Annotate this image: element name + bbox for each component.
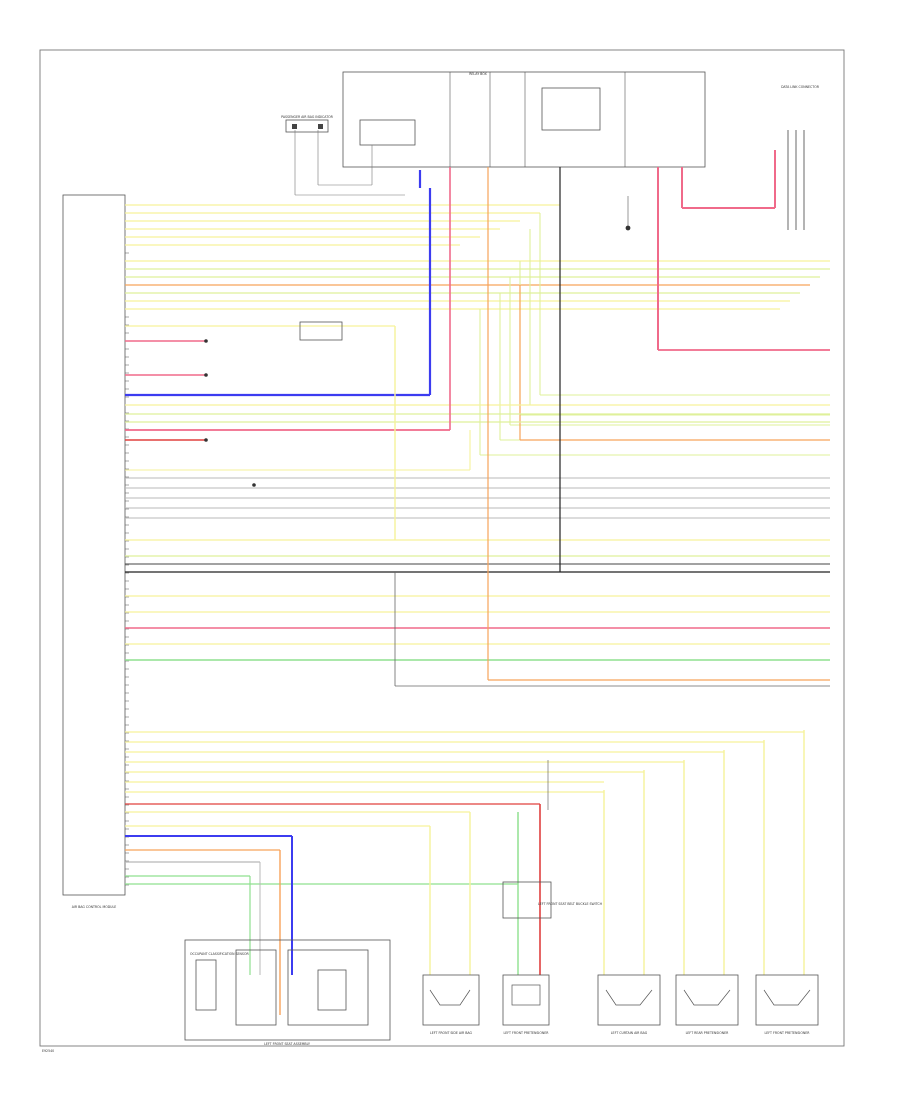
data-link-label: DATA LINK CONNECTOR: [781, 85, 820, 89]
seat-assembly-label: LEFT FRONT SEAT ASSEMBLY: [264, 1042, 310, 1046]
footer-code: E92540: [42, 1049, 54, 1053]
vertical-wires: [294, 130, 830, 687]
relay-fuse-box: RELAY BOX: [342, 71, 706, 168]
buckle-label: LEFT FRONT PRETENSIONER: [503, 1031, 549, 1035]
module-pins: [125, 204, 129, 886]
left-front-buckle: LEFT FRONT PRETENSIONER: [502, 974, 550, 1035]
curtain-airbag-label: LEFT CURTAIN AIR BAG: [611, 1031, 648, 1035]
left-front-pretensioner: LEFT FRONT PRETENSIONER: [755, 974, 819, 1035]
connector-icons: [204, 339, 256, 487]
side-airbag-label: LEFT FRONT SIDE AIR BAG: [430, 1031, 473, 1035]
splice-box: [299, 321, 343, 341]
wire-bundle: [125, 204, 830, 885]
passenger-indicator-label: PASSENGER AIR BAG INDICATOR: [281, 115, 334, 119]
diagram-frame: [39, 49, 845, 1047]
airbag-components: LEFT FRONT SIDE AIR BAG LEFT FRONT PRETE…: [422, 974, 819, 1035]
left-front-seat-assembly: LEFT FRONT SEAT ASSEMBLY: [184, 939, 391, 1046]
rear-pretensioner-label: LEFT REAR PRETENSIONER: [686, 1031, 730, 1035]
passenger-indicator: PASSENGER AIR BAG INDICATOR: [281, 115, 334, 133]
component-drops: [249, 730, 805, 1015]
seatbelt-buckle-box: LEFT FRONT SEAT BELT BUCKLE SWITCH: [502, 881, 603, 919]
left-curtain-airbag: LEFT CURTAIN AIR BAG: [597, 974, 661, 1035]
airbag-control-module: AIR BAG CONTROL MODULE: [62, 194, 126, 909]
relay-box-label: RELAY BOX: [469, 72, 487, 76]
left-rear-pretensioner: LEFT REAR PRETENSIONER: [675, 974, 739, 1035]
occupant-sensor-label: OCCUPANT CLASSIFICATION SENSOR: [190, 952, 249, 956]
occupant-classification-sensor: OCCUPANT CLASSIFICATION SENSOR: [190, 952, 249, 1011]
front-pretensioner-label: LEFT FRONT PRETENSIONER: [764, 1031, 810, 1035]
ground-icon: [625, 196, 631, 231]
data-link-connector: DATA LINK CONNECTOR: [781, 85, 820, 230]
seatbelt-buckle-label: LEFT FRONT SEAT BELT BUCKLE SWITCH: [538, 902, 603, 906]
left-front-side-airbag: LEFT FRONT SIDE AIR BAG: [422, 974, 480, 1035]
airbag-module-label: AIR BAG CONTROL MODULE: [72, 905, 117, 909]
